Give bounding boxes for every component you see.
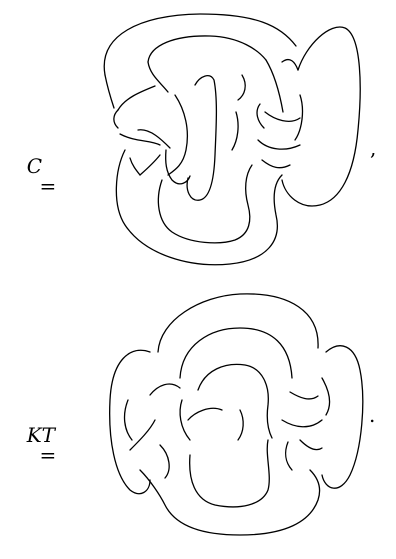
knot-strand (256, 103, 265, 129)
knot-strand (159, 444, 170, 479)
knot-strand (139, 469, 321, 536)
knot-strand (113, 109, 119, 129)
knot-strand (104, 74, 115, 109)
knot-strand (147, 61, 169, 93)
knot-strand (231, 111, 239, 151)
knot-strand (264, 111, 301, 122)
knot-strand (285, 441, 293, 471)
equation-lhs: KT (26, 423, 55, 447)
knot-strand (189, 439, 270, 508)
knot-strand (257, 139, 301, 150)
knot-strand (289, 391, 319, 400)
knot-strand (187, 407, 223, 421)
knot-strand (321, 345, 364, 489)
knot-strand (237, 409, 244, 441)
equals-sign: = (39, 443, 57, 467)
knot-strand (119, 133, 161, 146)
knot-strand (137, 129, 171, 149)
knot-strand (261, 159, 291, 169)
knot-strand (179, 399, 191, 441)
knot-strand (117, 85, 156, 111)
knot-strand (139, 154, 161, 176)
knot-strand (129, 419, 156, 451)
knot-strand (294, 94, 304, 141)
knot-strand (115, 149, 283, 266)
knot-strand (129, 157, 141, 176)
knot-strand (299, 439, 323, 451)
equation-kt-label: KT = (14, 405, 56, 465)
equals-sign: = (39, 174, 57, 198)
trailing-comma: , (370, 136, 377, 160)
knot-strand (281, 58, 299, 71)
knot-strand (103, 13, 297, 76)
knot-strand (321, 377, 331, 416)
knot-strand (186, 75, 218, 201)
knot-strand (281, 419, 323, 428)
knot-strand (265, 59, 284, 113)
knot-strand (167, 94, 189, 176)
conway-knot-diagram (103, 13, 361, 266)
knot-strand (165, 149, 191, 185)
kinoshita-terasaka-knot-diagram (109, 293, 364, 536)
knot-strand (157, 293, 319, 353)
knot-strand (147, 35, 267, 63)
knot-strand (109, 349, 151, 495)
knot-strand (123, 399, 133, 441)
knot-strand (237, 74, 246, 101)
knot-strand (157, 164, 253, 244)
trailing-period: . (369, 403, 376, 427)
knot-strand (179, 327, 293, 379)
equation-lhs: C (26, 154, 43, 178)
knot-strand (281, 26, 361, 207)
knot-strand (149, 383, 181, 396)
knot-strand (197, 363, 273, 439)
equation-c-label: C = (14, 136, 56, 196)
